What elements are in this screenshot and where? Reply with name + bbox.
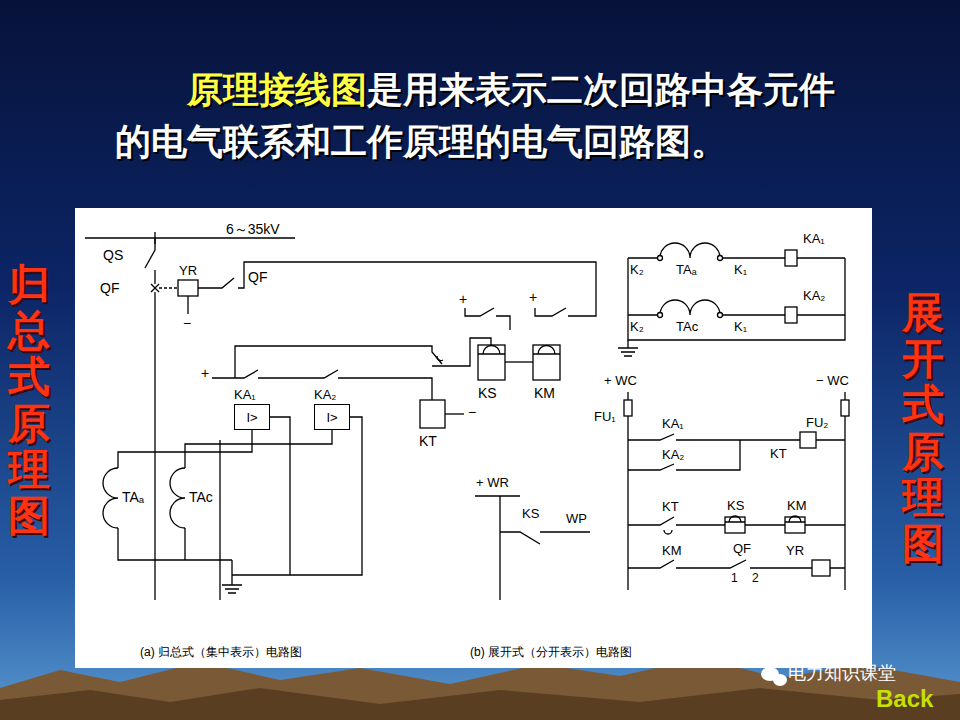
component-label: − WC [816,374,849,387]
component-label: KM [534,386,555,400]
component-label: 2 [752,572,759,584]
title-part: 原理接线图 [187,69,367,110]
component-label: KS [478,386,497,400]
component-label: + [529,290,537,304]
component-label: + WR [476,476,509,489]
component-label: TAₐ [122,490,144,504]
component-label: KT [662,500,679,513]
component-label: KM [662,544,682,557]
component-label: FU₁ [594,410,616,423]
component-label: KT [419,434,437,448]
component-label: QF [100,281,119,295]
component-label: K₁ [734,320,747,333]
relay-symbol-text: I> [326,411,337,424]
side-heading: 展开式原理图 [902,290,944,567]
wechat-icon [761,667,787,686]
component-label: + WC [604,374,637,387]
component-label: TAc [676,320,698,333]
circuit-wires [85,232,849,600]
relay-name: KA₁ [234,388,256,401]
component-label: QF [248,270,267,284]
component-label: 1 [731,572,738,584]
component-label: FU₂ [806,416,828,429]
relay-coil-box: KA₁I> [234,404,270,430]
component-label: + [459,292,467,306]
component-label: YR [179,264,197,277]
relay-coil-box: KA₂I> [314,404,350,430]
component-label: 6～35kV [226,222,280,236]
component-label: TAc [189,490,213,504]
component-label: K₁ [734,263,747,276]
component-label: KT [770,447,787,460]
component-label: − [468,405,476,419]
mountain-shadow [0,688,960,720]
component-label: KA₁ [662,417,684,430]
component-label: WP [566,512,587,525]
side-heading: 归总式原理图 [8,262,50,539]
component-label: KS [522,507,539,520]
component-label: KS [727,499,744,512]
component-label: TAₐ [676,263,696,276]
component-label: KA₁ [803,232,825,245]
component-label: (b) 展开式（分开表示）电路图 [470,646,632,658]
component-label: QS [103,248,123,262]
component-label: KA₂ [662,448,684,461]
relay-name: KA₂ [314,388,336,401]
component-label: K₂ [630,320,644,333]
component-label: 电力知识课堂 [788,664,896,682]
relay-symbol-text: I> [246,411,257,424]
component-label: KA₂ [803,289,825,302]
component-label: Back [876,687,933,711]
component-label: + [201,366,209,380]
component-label: KM [787,499,807,512]
component-label: (a) 归总式（集中表示）电路图 [140,646,302,658]
component-label: YR [786,544,804,557]
title-text: 原理接线图是用来表示二次回路中各元件的电气联系和工作原理的电气回路图。 [115,64,860,168]
component-label: − [183,316,191,330]
component-label: QF [733,542,751,555]
component-label: K₂ [630,263,644,276]
diagram-panel [75,208,872,668]
